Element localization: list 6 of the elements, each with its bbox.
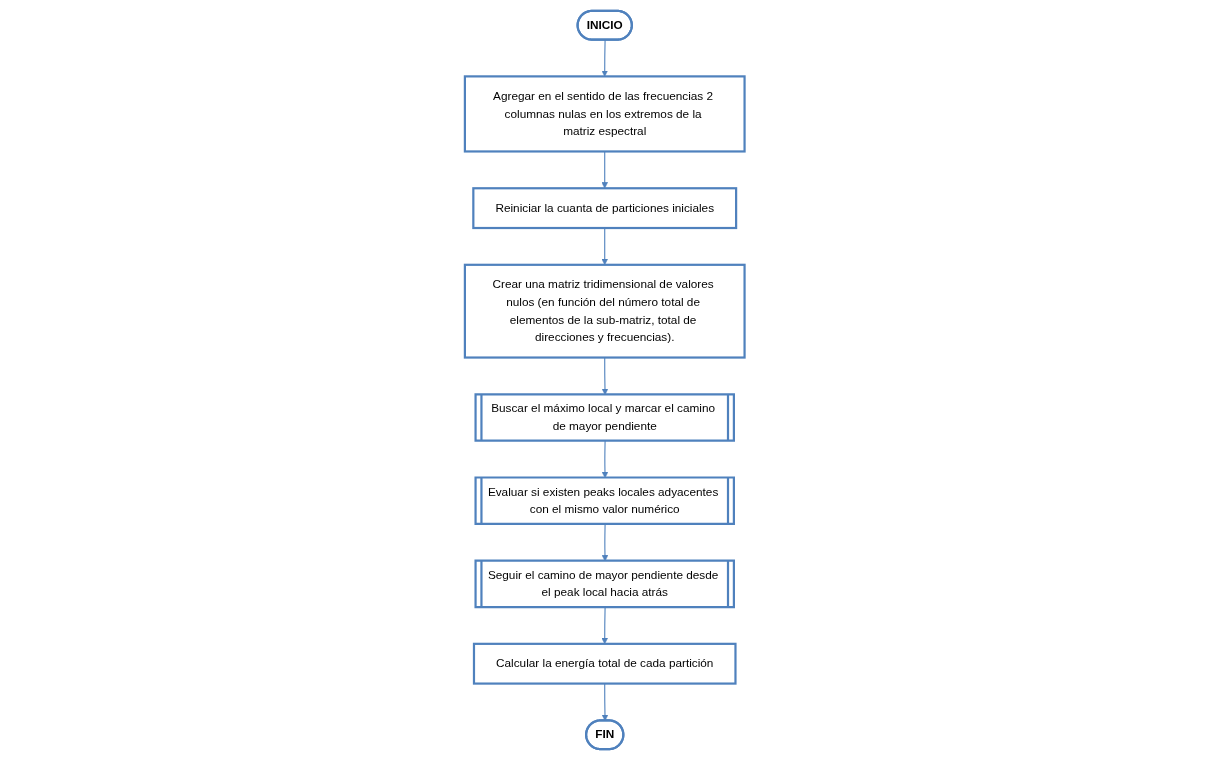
node-box: Agregar en el sentido de las frecuencias 2 columnas nulas en los extremos de la matriz espectral xyxy=(463,75,746,153)
arrow xyxy=(601,357,608,395)
node-box: Reiniciar la cuanta de particiones iniciales xyxy=(472,187,737,230)
node-box: Calcular la energía total de cada partición xyxy=(472,642,737,685)
arrow xyxy=(601,39,608,77)
node-box: Crear una matriz tridimensional de valores nulos (en función del número total de elementos de la sub-matriz, total de direcciones y frecuencias). xyxy=(463,263,746,359)
